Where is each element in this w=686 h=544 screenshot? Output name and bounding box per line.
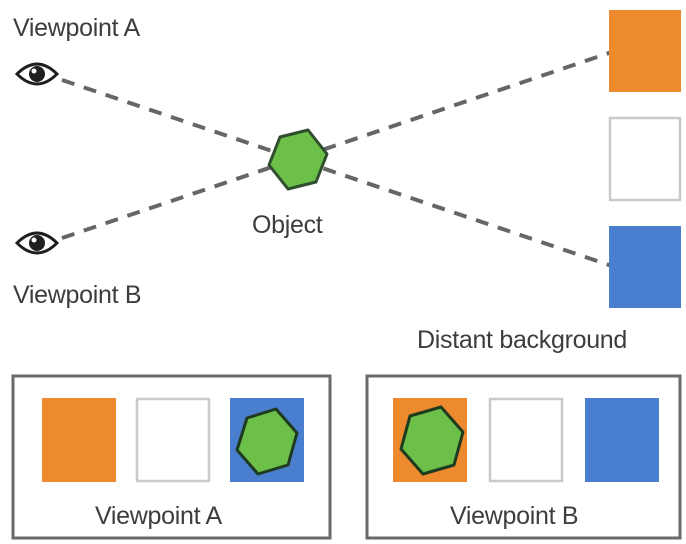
panel-b-object-icon: [399, 405, 465, 476]
eye-icon: [14, 231, 60, 255]
viewpoint-a-panel: [11, 374, 332, 540]
background-swatch-orange: [609, 10, 681, 92]
label-object: Object: [252, 211, 323, 239]
eye-icon: [14, 62, 60, 86]
panel-a-swatch-white: [135, 397, 211, 483]
sight-line-a: [61, 78, 613, 268]
panel-a-title: Viewpoint A: [95, 502, 222, 530]
background-swatch-blue: [609, 226, 681, 308]
panel-b-swatch-white: [488, 397, 564, 483]
label-distant-background: Distant background: [417, 326, 628, 354]
object-hexagon-icon: [267, 128, 329, 191]
panel-b-swatch-blue: [585, 398, 659, 482]
panel-a-swatch-orange: [42, 398, 116, 482]
panel-b-title: Viewpoint B: [450, 502, 579, 530]
viewpoint-b-panel: [365, 374, 682, 540]
label-viewpoint-a: Viewpoint A: [13, 14, 140, 42]
background-swatch-white: [608, 116, 682, 202]
panel-a-object-icon: [235, 407, 299, 476]
sight-line-b: [61, 50, 613, 240]
label-viewpoint-b: Viewpoint B: [13, 281, 142, 309]
